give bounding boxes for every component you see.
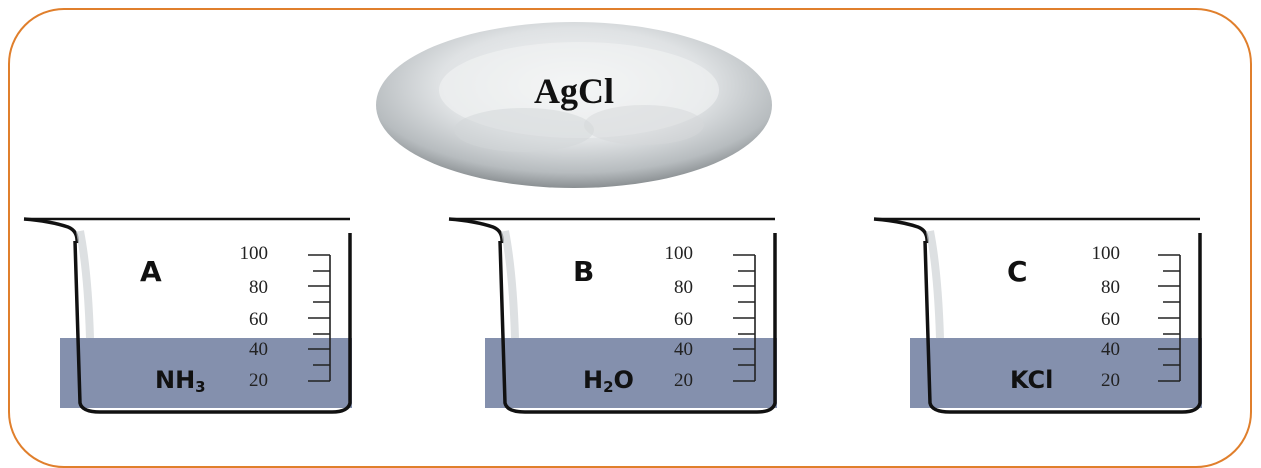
beaker-graphic — [873, 217, 1202, 414]
scale-label-100: 100 — [239, 243, 269, 264]
scale-label-40: 40 — [249, 339, 268, 360]
scale-label-100: 100 — [664, 243, 694, 264]
agcl-powder-image: AgCl — [374, 20, 774, 190]
beaker-letter: C — [1007, 255, 1028, 288]
scale-label-20: 20 — [674, 370, 693, 391]
beaker-graphic — [448, 217, 777, 414]
beaker-letter: B — [573, 255, 595, 288]
beaker-c: C KCl 100 80 60 40 20 — [870, 213, 1205, 423]
scale-label-60: 60 — [674, 309, 693, 330]
beaker-solution-label: H2O — [583, 366, 634, 396]
scale-label-40: 40 — [674, 339, 693, 360]
beaker-graphic — [23, 217, 352, 414]
beaker-a: A NH3 100 80 60 40 20 — [20, 213, 355, 423]
beaker-solution-label: NH3 — [155, 366, 206, 396]
scale-label-40: 40 — [1101, 339, 1120, 360]
beaker-solution-label: KCl — [1010, 366, 1054, 394]
beaker-letter: A — [140, 255, 162, 288]
scale-label-20: 20 — [1101, 370, 1120, 391]
scale-label-60: 60 — [249, 309, 268, 330]
scale-label-80: 80 — [249, 277, 268, 298]
beaker-b: B H2O 100 80 60 40 20 — [445, 213, 780, 423]
powder-pile-graphic — [376, 22, 772, 188]
scale-label-60: 60 — [1101, 309, 1120, 330]
scale-label-80: 80 — [674, 277, 693, 298]
scale-label-20: 20 — [249, 370, 268, 391]
scale-label-80: 80 — [1101, 277, 1120, 298]
powder-label: AgCl — [534, 71, 614, 111]
scale-label-100: 100 — [1091, 243, 1121, 264]
